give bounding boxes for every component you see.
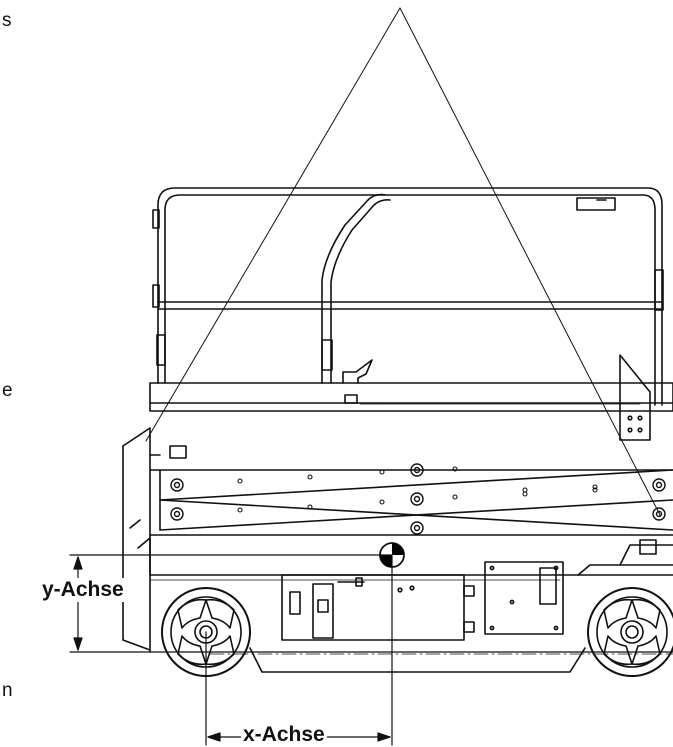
x-axis-label: x-Achse (241, 723, 327, 747)
scissor-stack (149, 463, 673, 536)
side-text-fragment-3: n (2, 680, 13, 701)
y-axis-dimension (69, 554, 393, 653)
chassis (122, 427, 673, 653)
ground-line (149, 651, 673, 655)
side-text-fragment-1: s (2, 10, 12, 31)
platform-deck (149, 354, 673, 459)
side-text-fragment-2: e (2, 380, 13, 401)
right-wheel (587, 587, 673, 677)
y-axis-label: y-Achse (40, 578, 126, 602)
guard-rail (152, 187, 664, 406)
load-triangle (145, 7, 661, 516)
belly-pan (249, 647, 586, 673)
